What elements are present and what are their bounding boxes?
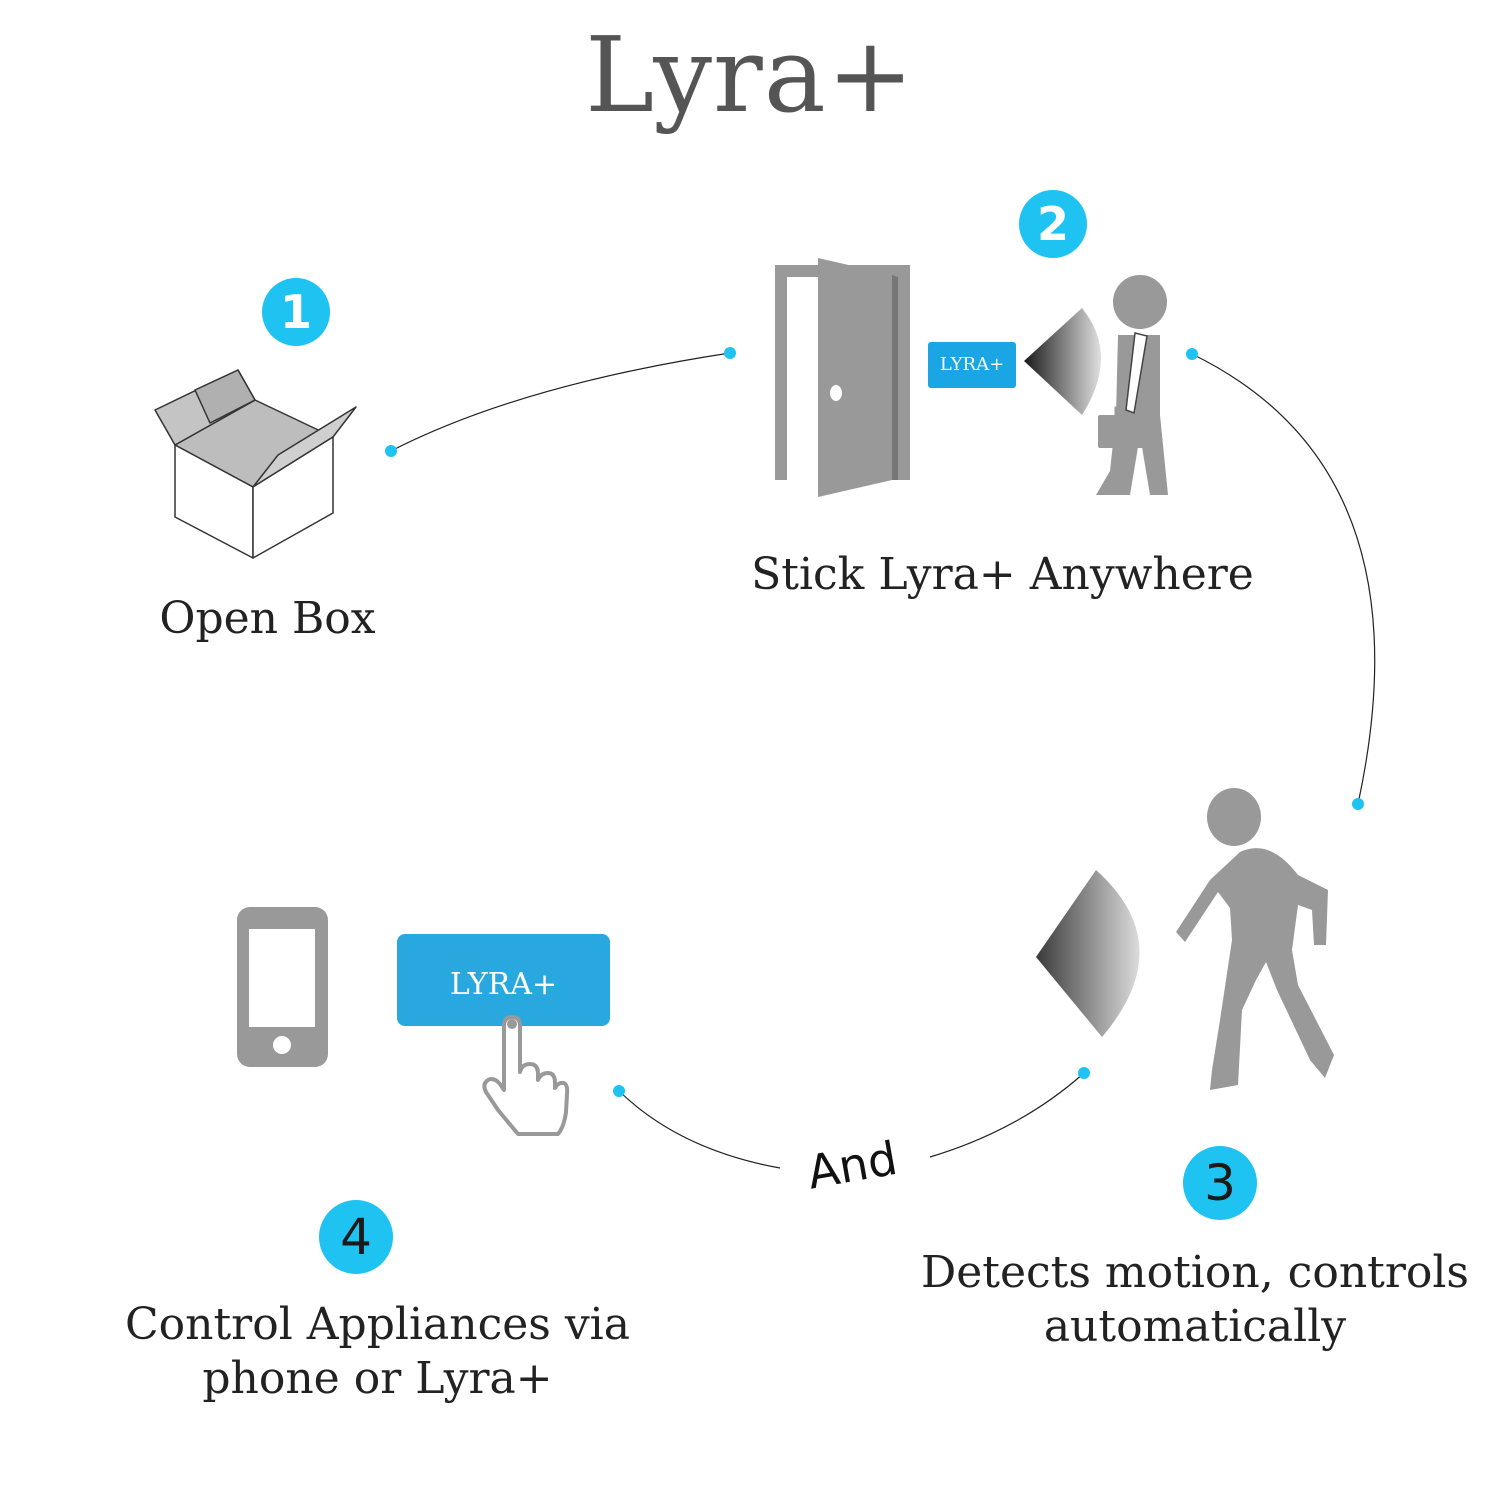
step-4-badge: 4 bbox=[319, 1200, 393, 1274]
step-4-label-line1: Control Appliances via bbox=[125, 1299, 630, 1350]
motion-sensor-cone-icon bbox=[1024, 308, 1101, 415]
lyra-device-tag-large: LYRA+ bbox=[397, 934, 610, 1026]
connector-3-and bbox=[929, 1072, 1085, 1158]
connector-dot bbox=[724, 347, 736, 359]
connector-and-4 bbox=[618, 1090, 781, 1169]
step-1-badge: 1 bbox=[262, 278, 330, 346]
businessman-icon bbox=[1096, 275, 1168, 495]
step-3-badge: 3 bbox=[1183, 1146, 1257, 1220]
step-4-label: Control Appliances via phone or Lyra+ bbox=[90, 1298, 665, 1406]
smartphone-icon bbox=[237, 907, 328, 1067]
connector-dot bbox=[1186, 348, 1198, 360]
lyra-device-tag-small: LYRA+ bbox=[928, 342, 1016, 388]
motion-sensor-cone-icon bbox=[1036, 870, 1140, 1037]
connector-dot bbox=[1078, 1067, 1090, 1079]
step-4-label-line2: phone or Lyra+ bbox=[202, 1353, 553, 1404]
connector-dot bbox=[385, 445, 397, 457]
walking-person-icon bbox=[1176, 788, 1334, 1090]
connector-1-2 bbox=[390, 352, 731, 452]
connector-2-3 bbox=[1191, 353, 1376, 805]
step-3-label-line2: automatically bbox=[1043, 1301, 1347, 1352]
step-3-label: Detects motion, controls automatically bbox=[880, 1246, 1500, 1354]
step-3-label-line1: Detects motion, controls bbox=[920, 1247, 1470, 1298]
step-2-badge: 2 bbox=[1019, 190, 1087, 258]
door-icon bbox=[775, 258, 910, 497]
open-box-icon bbox=[154, 369, 357, 559]
pointing-hand-icon bbox=[482, 1015, 570, 1136]
page-title: Lyra+ bbox=[585, 14, 915, 136]
step-1-label: Open Box bbox=[159, 593, 376, 644]
connector-dot bbox=[1352, 798, 1364, 810]
connector-dot bbox=[613, 1085, 625, 1097]
step-2-label: Stick Lyra+ Anywhere bbox=[751, 549, 1254, 600]
